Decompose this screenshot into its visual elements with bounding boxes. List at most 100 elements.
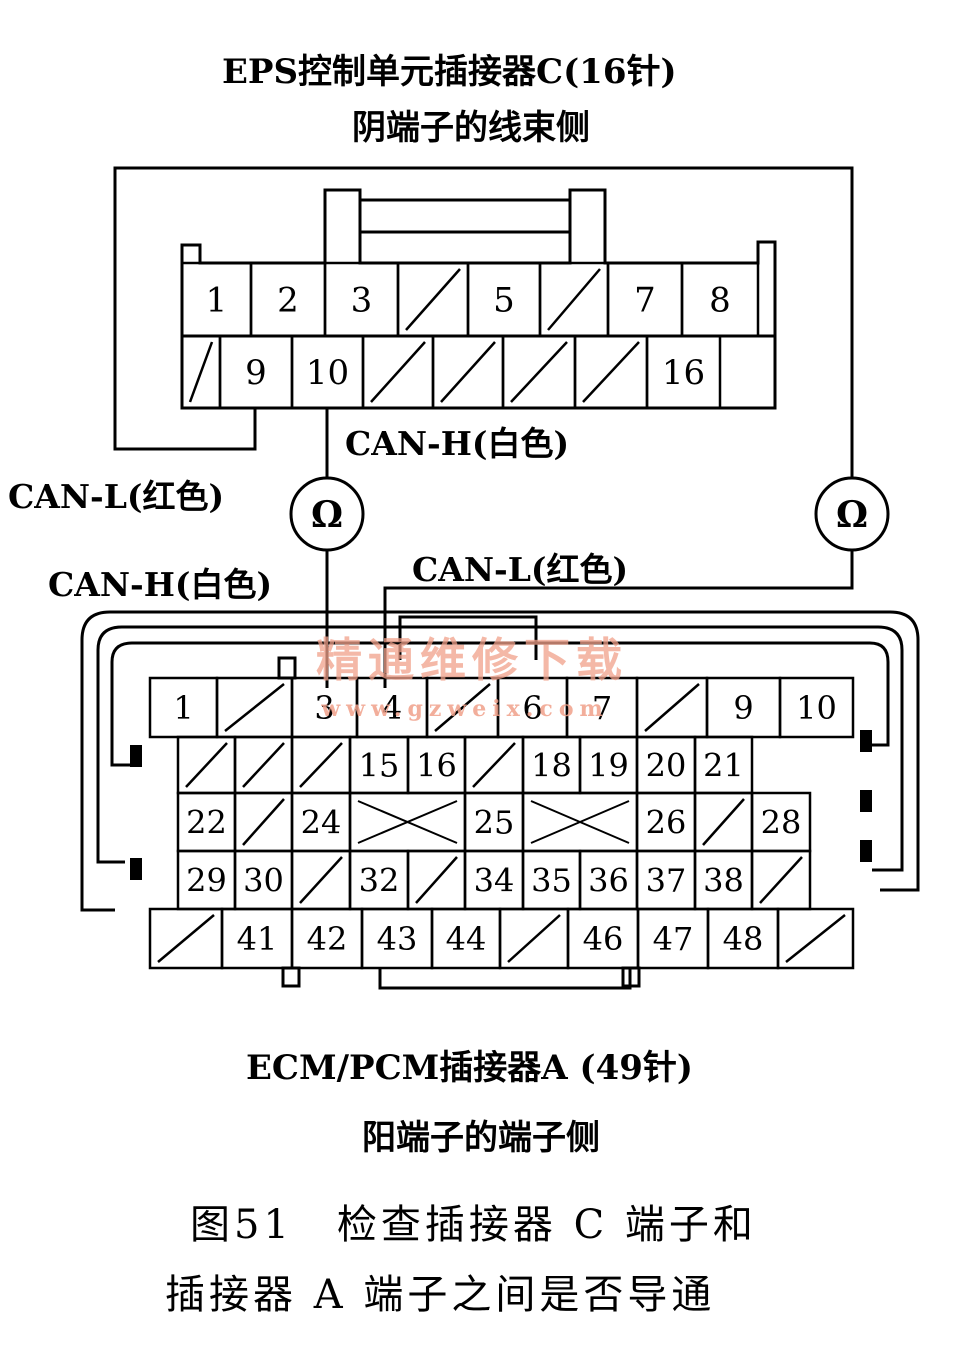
can-l-wire-lower [383,550,854,688]
pin-number: 48 [723,920,764,958]
pin-blank [233,791,294,853]
pin-blank [176,735,237,795]
pin-number: 9 [733,689,753,727]
pin-number: 29 [186,862,227,900]
pin-cell: 43 [360,907,434,970]
pin-number: 3 [314,689,334,727]
pin-blank [215,676,294,739]
connector-c-title: EPS控制单元插接器C(16针) [222,52,677,92]
pin-number: 10 [306,353,349,393]
pin-number: 21 [703,747,744,785]
pin-cell: 48 [706,907,780,970]
pin-cell: 30 [233,849,294,911]
pin-cell: 8 [680,261,760,338]
ohm-symbol-left: Ω [311,494,343,536]
pin-number: 4 [382,689,402,727]
can-h-top-label: CAN-H(白色) [345,424,570,463]
pin-blank [501,334,577,410]
pin-number: 25 [474,804,515,842]
pin-number: 24 [301,804,342,842]
pin-blank [693,791,754,853]
pin-number: 2 [277,281,299,321]
pin-number: 26 [646,804,687,842]
pin-number: 16 [662,353,705,393]
pin-cell: 46 [566,907,640,970]
pin-cell: 9 [705,676,782,739]
connector-a-shell-outer [80,610,920,912]
pin-blank [431,334,505,410]
pin-cell: 44 [430,907,502,970]
pin-cell: 1 [148,676,219,739]
connector-a-shell-inner [110,641,890,767]
pin-crossed [521,791,639,853]
pin-cell: 42 [290,907,364,970]
pin-cell: 35 [521,849,582,911]
pin-cell: 10 [778,676,855,739]
pin-number: 43 [377,920,418,958]
pin-cell: 5 [466,261,542,338]
pin-number: 7 [634,281,656,321]
pin-blank [361,334,435,410]
pin-number: 46 [583,920,624,958]
pin-cell: 21 [693,735,754,795]
pin-number: 22 [186,804,227,842]
connector-a-bottom-key [378,968,632,990]
pin-number: 36 [588,862,629,900]
pin-number: 41 [237,920,278,958]
pin-cell: 22 [176,791,237,853]
pin-number: 44 [446,920,487,958]
pin-cell: 38 [693,849,754,911]
connector-a-bottom-tab-left [281,966,301,988]
can-l-outer-wire [113,166,854,478]
pin-cell: 15 [348,735,410,795]
pin-number: 3 [351,281,373,321]
ohm-symbol-right: Ω [836,494,868,536]
pin-blank [538,261,610,338]
pin-number: 1 [173,689,193,727]
pin-cell: 19 [578,735,639,795]
pin-blank [180,334,222,410]
pin-cell: 18 [521,735,582,795]
pin-number: 38 [703,862,744,900]
pin-cell: 32 [348,849,410,911]
pin-cell: 10 [290,334,365,410]
pin-blank [290,735,352,795]
pin-number: 37 [646,862,687,900]
pin-number: 35 [531,862,572,900]
pin-blank [573,334,649,410]
pin-cell: 16 [406,735,467,795]
figure-caption-line2: 插接器 A 端子之间是否导通 [165,1272,716,1318]
figure-caption-line1: 图51 检查插接器 C 端子和 [190,1202,757,1248]
pin-number: 9 [245,353,267,393]
pin-number: 6 [522,689,542,727]
pin-blank [750,849,812,911]
pin-number: 30 [243,862,284,900]
pin-blank [463,735,525,795]
pin-cell: 9 [218,334,294,410]
pin-number: 1 [206,281,228,321]
connector-a-title: ECM/PCM插接器A (49针) [246,1048,693,1088]
pin-cell: 26 [635,791,697,853]
pin-cell: 20 [635,735,697,795]
connector-a-shell-mid [96,625,904,872]
connector-a-top-tab [277,656,297,680]
pin-blank [233,735,294,795]
pin-cell: 29 [176,849,237,911]
pin-blank [635,676,709,739]
pin-cell: 25 [463,791,525,853]
connector-c-subtitle: 阴端子的线束侧 [352,108,590,148]
pin-number: 15 [359,747,400,785]
pin-crossed [348,791,467,853]
pin-cell: 28 [750,791,812,853]
pin-blank [148,907,224,970]
can-l-left-label: CAN-L(红色) [8,477,225,516]
pin-cell: 7 [606,261,684,338]
pin-number: 20 [646,747,687,785]
pin-blank [290,849,352,911]
pin-cell: 36 [578,849,639,911]
pin-number: 18 [531,747,572,785]
pin-number: 8 [709,281,731,321]
pin-number: 32 [359,862,400,900]
